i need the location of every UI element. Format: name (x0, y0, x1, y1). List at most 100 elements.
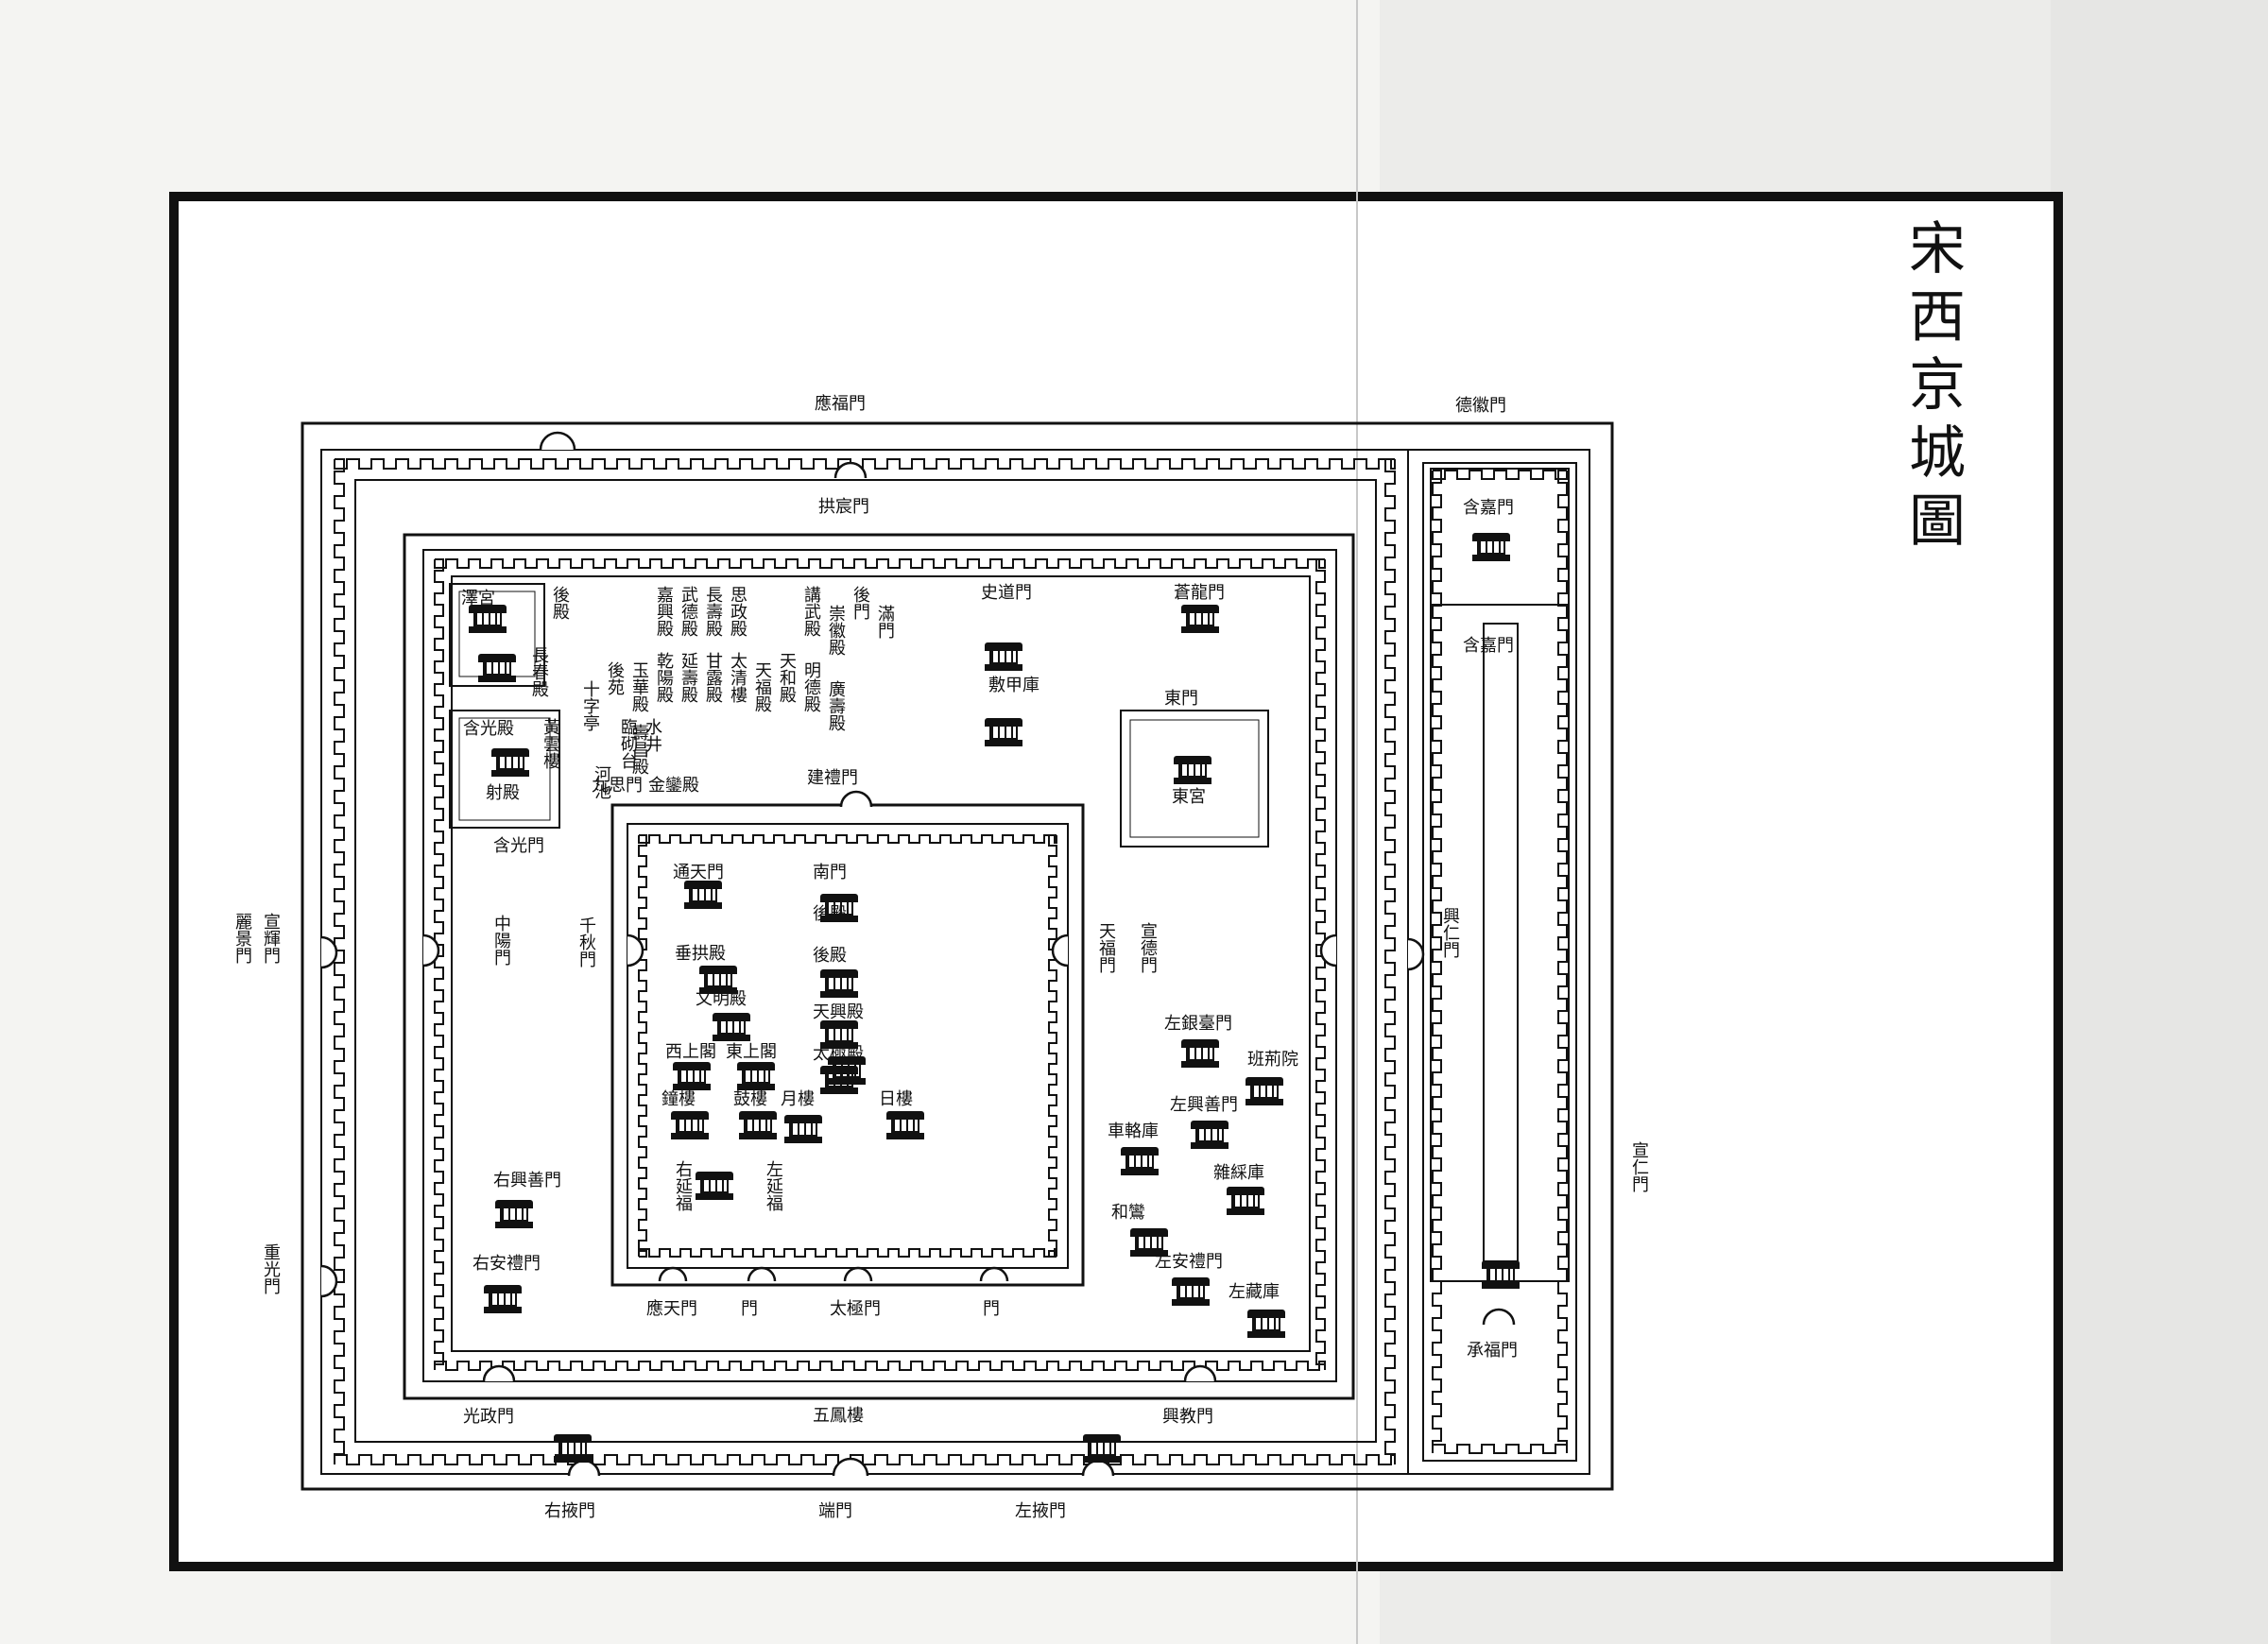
building-zechuan-gate (478, 654, 516, 682)
gate-arch-men-b (979, 1266, 1009, 1282)
label-palace-col-9: 玉華殿 (629, 661, 649, 712)
building-chengfu (1482, 1260, 1520, 1289)
label-palace-col-2: 武德殿 (679, 586, 698, 637)
map-title-char-3: 京 (1909, 352, 1966, 419)
label-garden-col-5: 河池 (592, 765, 611, 799)
map-title-char-2: 西 (1909, 284, 1966, 351)
gate-arch-jianli (839, 790, 873, 808)
label-men-b: 門 (983, 1299, 1000, 1319)
label-wenming-dian: 文明殿 (696, 989, 747, 1009)
building-houdian (820, 969, 858, 998)
building-zaxian (1227, 1187, 1264, 1215)
gate-arch-east-1 (1319, 933, 1337, 968)
label-chuigong-dian: 垂拱殿 (675, 944, 726, 964)
building-chuigong (699, 966, 737, 994)
gate-arch-ranyi (320, 1264, 338, 1298)
label-heluan: 和鸞 (1111, 1203, 1145, 1223)
gate-arch-xingren (1407, 937, 1425, 971)
label-youyanfu: 右延福 (673, 1160, 693, 1211)
label-zuoyanfu: 左延福 (764, 1160, 783, 1211)
gate-arch-qianfu (627, 933, 644, 968)
building-zuozang (1247, 1310, 1285, 1338)
label-shidao-gate: 史道門 (981, 583, 1032, 603)
imperial-city (403, 533, 1355, 1400)
label-huangyun-lou: 黃雲樓 (541, 718, 560, 769)
label-palace-col-7: 甘露殿 (703, 652, 723, 703)
label-houdian-2: 後殿 (813, 946, 847, 966)
map-frame (169, 192, 2063, 1571)
label-hanguang-gate: 含光門 (493, 836, 544, 856)
building-tianxing (820, 1020, 858, 1049)
building-wenming (713, 1013, 750, 1041)
label-youanli-gate: 右安禮門 (472, 1254, 541, 1274)
gate-arch-yingfu (539, 431, 576, 451)
label-dong-gong: 東宮 (1172, 787, 1206, 807)
hanguang-enclosure-inner (458, 717, 551, 821)
label-gongchen-gate: 拱宸門 (818, 497, 869, 517)
building-zuoxingshan (1191, 1121, 1228, 1149)
dong-gong-enclosure-inner (1129, 719, 1260, 838)
building-zechuan-gong (469, 605, 507, 633)
label-xuanhui-gate: 宣輝門 (261, 913, 281, 964)
label-palace-col-1: 嘉興殿 (654, 586, 674, 637)
label-palace-col-4: 延壽殿 (679, 652, 698, 703)
east-annex-inner (1422, 462, 1577, 1462)
gate-arch-duan (832, 1457, 869, 1477)
label-xingxian-gate: 興仁門 (1440, 907, 1460, 958)
label-canglong-gate: 蒼龍門 (1174, 583, 1225, 603)
building-xishang (673, 1062, 711, 1090)
label-banjian-yuan: 班荊院 (1247, 1050, 1298, 1070)
label-palace-col-18: 講武殿 (801, 586, 821, 637)
label-youye-gate: 右掖門 (544, 1501, 595, 1521)
label-xuanren-gate: 宣仁門 (1629, 1141, 1649, 1192)
building-youxingshan (495, 1200, 533, 1228)
building-dongshang (737, 1062, 775, 1090)
building-dong-gong (1174, 756, 1211, 784)
building-shujia-ku (985, 718, 1022, 746)
label-xingjiao-gate: 興教門 (1162, 1407, 1213, 1427)
label-palace-col-10: 天福殿 (752, 661, 772, 712)
page-edge (2051, 0, 2268, 1644)
label-nan-gate: 南門 (813, 863, 847, 882)
label-yue-lou: 月樓 (781, 1089, 815, 1109)
gate-arch-tianfu (1051, 933, 1069, 968)
label-zuozang-ku: 左藏庫 (1228, 1282, 1280, 1302)
label-palace-col-15: 後門 (850, 586, 870, 620)
label-yingfu-gate: 應福門 (815, 394, 866, 414)
gate-arch-xingjiao (1183, 1364, 1217, 1382)
label-palace-col-17: 崇徽殿 (826, 605, 846, 656)
label-zuoyinzhi-gate: 左銀臺門 (1164, 1014, 1232, 1034)
gate-arch-men-a (747, 1266, 777, 1282)
label-palace-col-6: 思政殿 (728, 586, 747, 637)
label-chengfu-gate: 承福門 (1467, 1341, 1518, 1361)
label-lizhe-gate: 麗景門 (232, 913, 252, 964)
label-hanguang-dian: 含光殿 (463, 719, 514, 739)
label-palace-col-13: 明德殿 (801, 661, 821, 712)
gate-arch-gongchen (833, 461, 868, 479)
label-dong-gate: 東門 (1164, 689, 1198, 709)
label-yingtian-gate: 應天門 (646, 1299, 697, 1319)
building-hanguang-dian (491, 748, 529, 777)
building-nan-gate (820, 894, 858, 922)
building-zhong-lou (671, 1111, 709, 1139)
label-gu-lou: 鼓樓 (733, 1089, 767, 1109)
building-youyanfu (696, 1172, 733, 1200)
building-tongtian (684, 881, 722, 909)
label-xishang-ge: 西上閣 (665, 1042, 716, 1062)
label-ri-lou: 日樓 (879, 1089, 913, 1109)
label-zechuan-gong: 澤宮 (461, 589, 495, 608)
label-zhongyang-gate: 中陽門 (491, 915, 511, 966)
label-hejia-gate-south: 含嘉門 (1463, 636, 1514, 656)
gate-arch-chengfu (1482, 1308, 1516, 1326)
building-taiji-hall-2 (828, 1056, 866, 1085)
label-tianxing-dian: 天興殿 (813, 1002, 864, 1022)
label-hejia-gate-north: 含嘉門 (1463, 498, 1514, 518)
imperial-battlements (434, 558, 1326, 1371)
label-qianfu-gate: 千秋門 (576, 916, 596, 968)
label-dehui-gate: 德徽門 (1455, 396, 1506, 416)
gate-arch-taiji (843, 1266, 873, 1282)
outer-wall (301, 421, 1614, 1491)
building-heluan (1130, 1228, 1168, 1257)
